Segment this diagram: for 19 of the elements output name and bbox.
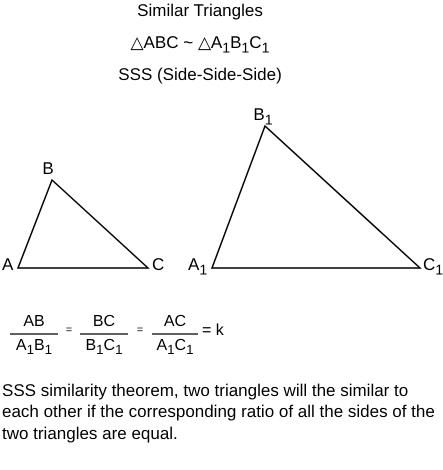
- ratio-numerator: AC: [164, 313, 186, 331]
- ratio-denominator: B$_{1}$C$_{1}$: [85, 337, 123, 358]
- ratio-numerator: BC: [92, 313, 116, 331]
- ratio-result: = k: [202, 322, 224, 340]
- theorem-text: SSS similarity theorem, two triangles will the similar to each other if the corresponding ratio of all the sides of the two triangles are equal.: [2, 380, 436, 444]
- vertex-label: A$_{1}$: [188, 256, 208, 279]
- subtitle: SSS (Side-Side-Side): [118, 66, 282, 85]
- vertex-label: A: [2, 256, 14, 275]
- vertex-label: C$_{1}$: [423, 256, 443, 279]
- equals-sign: =: [66, 324, 72, 336]
- ratio-denominator: A$_{1}$C$_{1}$: [156, 337, 194, 358]
- title: Similar Triangles: [137, 2, 263, 21]
- equals-sign: =: [136, 324, 144, 336]
- formula-text: △ABC ~ △A$_{1}$B$_{1}$C$_{1}$: [130, 34, 270, 57]
- vertex-label: B: [42, 160, 54, 179]
- ratio-numerator: AB: [23, 313, 45, 331]
- vertex-label: B$_{1}$: [253, 106, 273, 129]
- ratio-denominator: A$_{1}$B$_{1}$: [16, 337, 52, 358]
- vertex-label: C: [152, 256, 164, 275]
